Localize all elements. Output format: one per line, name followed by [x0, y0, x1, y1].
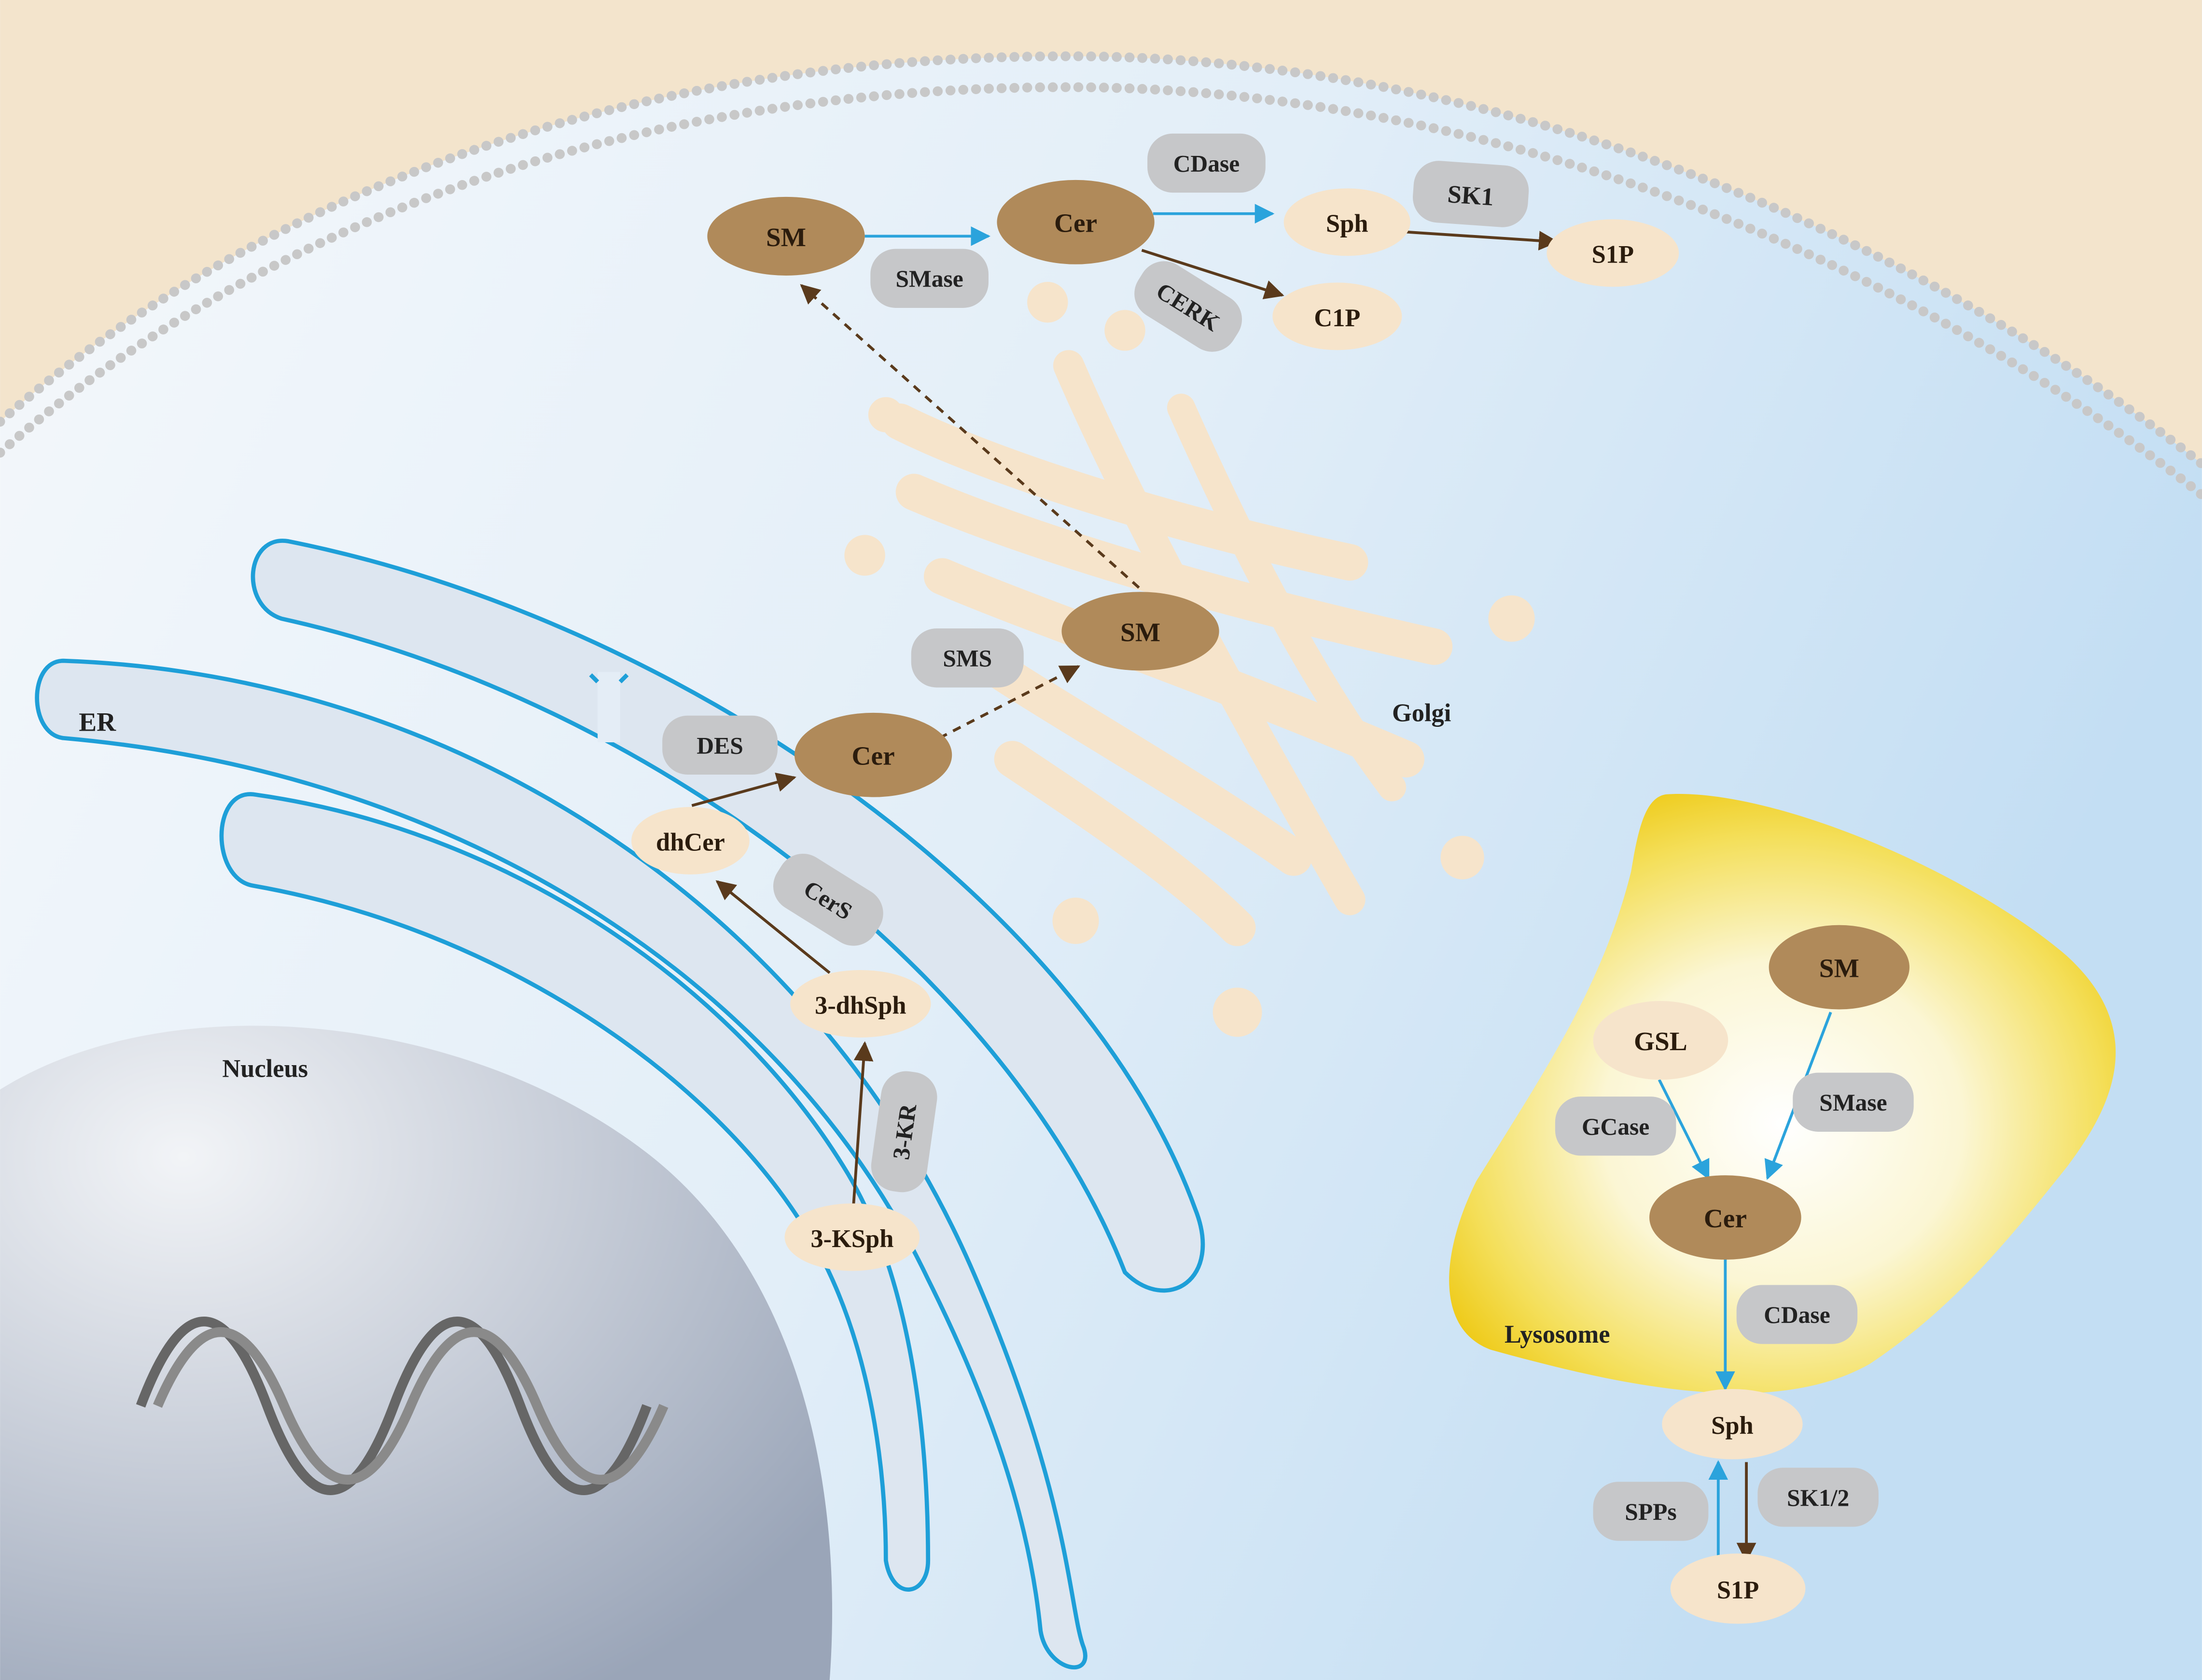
enzyme-sk1-membrane: SK1 [1413, 161, 1529, 227]
label-ksph-er: 3-KSph [810, 1225, 893, 1253]
metabolite-s1p-membrane: S1P [1547, 219, 1679, 287]
label-cer-er: Cer [852, 741, 895, 771]
label-smase-lysosome: SMase [1819, 1089, 1887, 1116]
metabolite-cer-lysosome: Cer [1649, 1175, 1801, 1260]
metabolite-c1p-membrane: C1P [1272, 282, 1402, 350]
label-sph-membrane: Sph [1326, 210, 1368, 238]
arrow-golgi-sm-to-membrane-sm [800, 284, 1140, 589]
metabolite-gsl-lysosome: GSL [1593, 1001, 1728, 1080]
membrane-bilayer-outer [0, 51, 2202, 469]
metabolite-s1p-cytosol: S1P [1670, 1553, 1806, 1624]
arrow-cer-to-c1p [1141, 249, 1284, 299]
label-sph-cytosol: Sph [1711, 1412, 1753, 1440]
label-sms-golgi: SMS [943, 645, 992, 672]
label-dhcer-er: dhCer [656, 828, 725, 856]
enzyme-smase-membrane: SMase [870, 249, 989, 308]
label-sm-lysosome: SM [1819, 954, 1859, 983]
er-gap [598, 672, 620, 743]
enzyme-cdase-lysosome: CDase [1736, 1285, 1858, 1344]
metabolite-sph-membrane: Sph [1283, 188, 1410, 256]
arrow-cer-to-golgi-sm [938, 665, 1081, 739]
enzyme-sk12-cytosol: SK1/2 [1757, 1468, 1879, 1527]
membrane-bilayer-inner [0, 82, 2202, 500]
label-smase-membrane: SMase [895, 265, 963, 292]
arrow-dhcer-to-cer [691, 772, 796, 807]
label-cdase-lysosome: CDase [1764, 1302, 1830, 1328]
enzyme-3kr-er: 3-KR [871, 1071, 937, 1193]
label-gsl-lysosome: GSL [1634, 1027, 1687, 1056]
enzyme-smase-lysosome: SMase [1793, 1072, 1914, 1132]
enzyme-sms-golgi: SMS [911, 628, 1024, 688]
label-cdase-membrane: CDase [1173, 150, 1240, 177]
dna-helix-icon [136, 1317, 669, 1495]
metabolite-dhsph-er: 3-dhSph [790, 970, 931, 1038]
metabolite-dhcer-er: dhCer [631, 807, 750, 875]
metabolite-cer-membrane: Cer [997, 180, 1155, 264]
arrow-dhsph-to-dhcer [715, 880, 831, 974]
label-spps-cytosol: SPPs [1625, 1499, 1676, 1525]
label-cer-lysosome: Cer [1704, 1204, 1747, 1233]
label-lysosome: Lysosome [1505, 1320, 1610, 1348]
label-sk1-membrane: SK1 [1447, 180, 1495, 211]
metabolite-sm-membrane: SM [707, 196, 865, 276]
enzyme-gcase-lysosome: GCase [1555, 1097, 1676, 1156]
label-s1p-cytosol: S1P [1717, 1576, 1759, 1604]
label-sk12-cytosol: SK1/2 [1787, 1485, 1849, 1511]
golgi-apparatus [844, 282, 1535, 1037]
arrow-ksph-to-dhsph [852, 1041, 874, 1205]
label-c1p-membrane: C1P [1314, 304, 1360, 332]
enzyme-des-er: DES [662, 715, 778, 775]
metabolite-sm-lysosome: SM [1769, 925, 1909, 1010]
metabolite-sph-cytosol: Sph [1662, 1389, 1803, 1459]
lysosome [1449, 793, 2116, 1393]
label-s1p-membrane: S1P [1592, 241, 1634, 269]
label-golgi: Golgi [1392, 699, 1451, 727]
metabolite-sm-golgi: SM [1061, 592, 1219, 671]
label-sm-membrane: SM [766, 222, 806, 252]
label-nucleus: Nucleus [222, 1055, 308, 1083]
extracellular-space [0, 0, 2202, 464]
arrow-gsl-to-cer [1658, 1079, 1710, 1180]
enzyme-spps-cytosol: SPPs [1593, 1482, 1709, 1541]
arrow-sph-to-s1p-membrane [1406, 230, 1559, 250]
enzyme-cdase-membrane: CDase [1147, 133, 1266, 193]
label-cer-membrane: Cer [1054, 208, 1097, 238]
enzyme-cers-er: CerS [773, 853, 883, 946]
metabolite-cer-er: Cer [794, 712, 952, 797]
metabolite-ksph-er: 3-KSph [784, 1203, 920, 1271]
label-gcase-lysosome: GCase [1582, 1113, 1649, 1140]
label-dhsph-er: 3-dhSph [815, 991, 906, 1019]
label-sm-golgi: SM [1120, 617, 1160, 647]
label-er: ER [79, 708, 116, 737]
label-des-er: DES [697, 732, 743, 759]
